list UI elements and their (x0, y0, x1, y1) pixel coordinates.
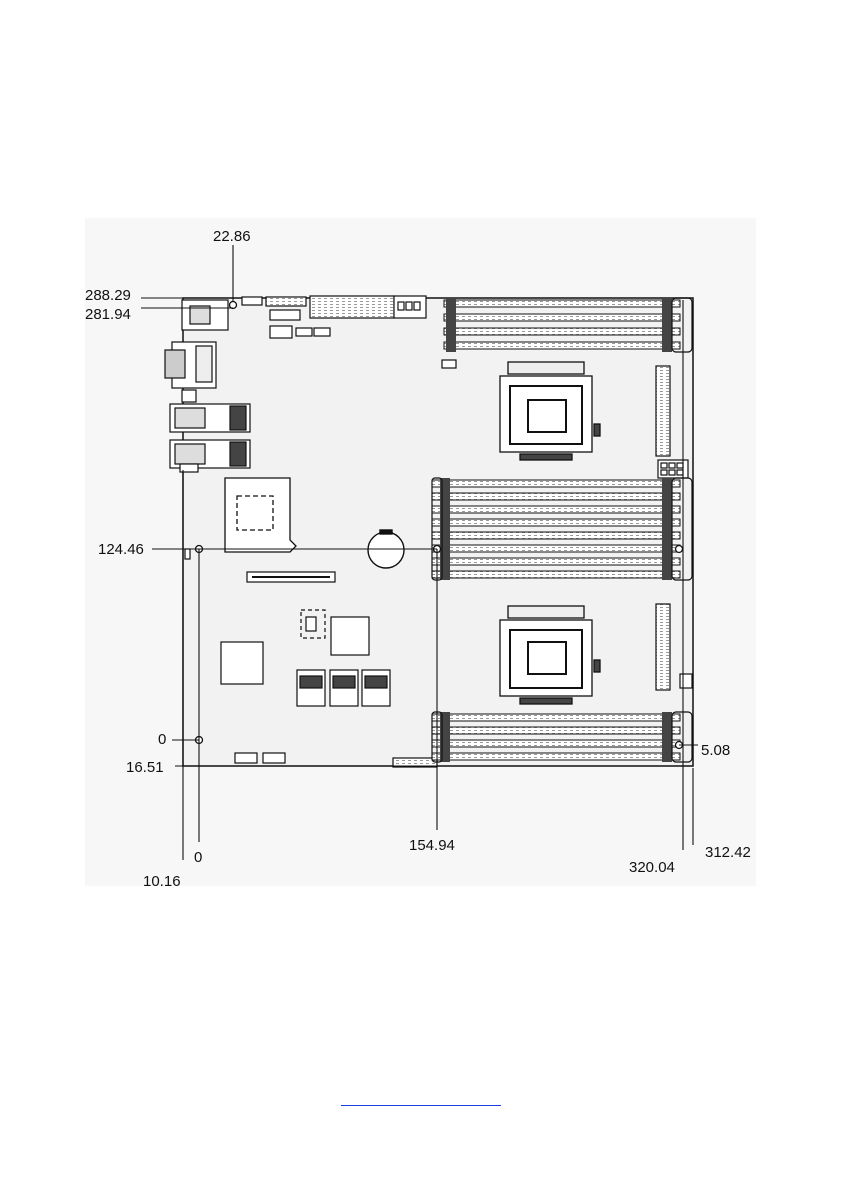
pcie-slot (247, 572, 335, 582)
dim-label-0-bottom: 0 (194, 849, 202, 866)
dim-label-312-42: 312.42 (705, 844, 751, 861)
mounting-hole (676, 546, 683, 553)
chipset (225, 478, 296, 552)
dim-label-16-51: 16.51 (126, 759, 164, 776)
footer-link[interactable] (341, 1083, 501, 1106)
dim-label-22-86: 22.86 (213, 228, 251, 245)
cpu-socket-2 (500, 606, 600, 704)
dim-label-5-08: 5.08 (701, 742, 730, 759)
cpu-socket-1 (500, 362, 600, 460)
dim-label-0-left: 0 (158, 731, 166, 748)
dim-label-281-94: 281.94 (85, 306, 131, 323)
dim-label-288-29: 288.29 (85, 287, 131, 304)
dim-label-10-16: 10.16 (143, 873, 181, 890)
dim-label-154-94: 154.94 (409, 837, 455, 854)
dim-label-320-04: 320.04 (629, 859, 675, 876)
dim-label-124-46: 124.46 (98, 541, 144, 558)
